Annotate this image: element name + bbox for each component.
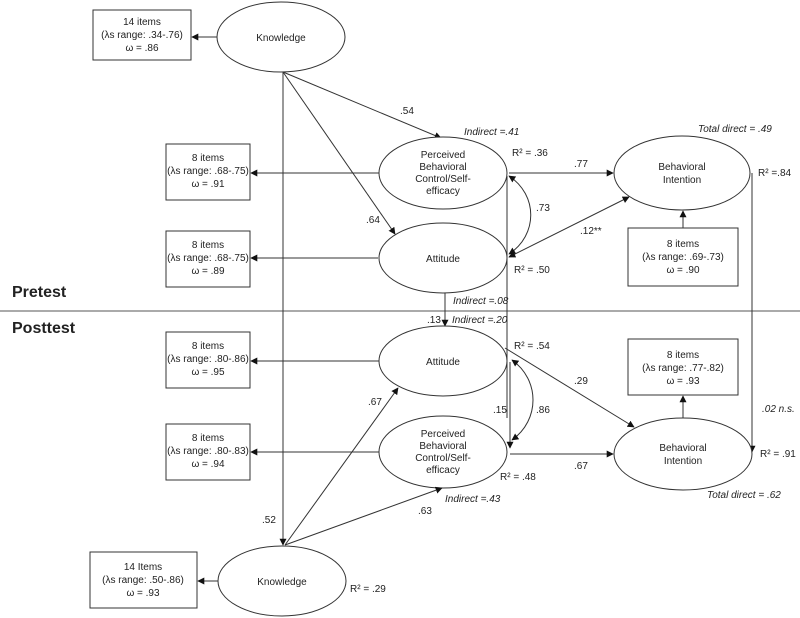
coef-post-attitude-intention: .29 xyxy=(574,376,588,387)
svg-text:(λs range: .34-.76): (λs range: .34-.76) xyxy=(101,30,183,41)
path-post-knowledge-pbc xyxy=(284,486,443,546)
pre-knowledge-node: Knowledge xyxy=(216,1,346,73)
coef-post-attitude-pbc: .15 xyxy=(493,405,507,416)
svg-text:8 items: 8 items xyxy=(192,240,224,251)
post-intention-total-direct: Total direct = .62 xyxy=(707,490,781,501)
cov-post-attitude-pbc xyxy=(511,359,534,441)
svg-text:Behavioral: Behavioral xyxy=(419,441,466,452)
svg-text:(λs range: .68-.75): (λs range: .68-.75) xyxy=(167,253,249,264)
svg-text:(λs range: .68-.75): (λs range: .68-.75) xyxy=(167,166,249,177)
coef-post-pbc-intention: .67 xyxy=(574,461,588,472)
svg-text:ω = .89: ω = .89 xyxy=(191,266,225,277)
post-pbc-indicator-box: 8 items (λs range: .80-.83) ω = .94 xyxy=(165,423,251,481)
coef-pre-attitude-intention: .12** xyxy=(580,226,602,237)
svg-text:Knowledge: Knowledge xyxy=(257,577,307,588)
path-pre-attitude-intention xyxy=(508,196,630,258)
coef-post-knowledge-attitude: .67 xyxy=(368,397,382,408)
path-pre-knowledge-pbc xyxy=(282,71,442,139)
post-attitude-r2: R² = .54 xyxy=(514,341,550,352)
path-post-knowledge-attitude xyxy=(284,387,399,546)
svg-text:ω = .94: ω = .94 xyxy=(191,459,225,470)
post-attitude-indirect: Indirect =.20 xyxy=(452,315,508,326)
post-pbc-r2: R² = .48 xyxy=(500,472,536,483)
pre-knowledge-indicator-box: 14 items (λs range: .34-.76) ω = .86 xyxy=(92,9,192,61)
svg-text:Behavioral: Behavioral xyxy=(659,443,706,454)
svg-text:ω = .93: ω = .93 xyxy=(666,376,700,387)
post-pbc-node: Perceived Behavioral Control/Self- effic… xyxy=(378,415,508,489)
svg-text:(λs range: .80-.83): (λs range: .80-.83) xyxy=(167,446,249,457)
coef-attitude-pre-post: .13 xyxy=(427,315,441,326)
svg-text:(λs range: .50-.86): (λs range: .50-.86) xyxy=(102,575,184,586)
svg-text:Knowledge: Knowledge xyxy=(256,33,306,44)
post-knowledge-indicator-box: 14 Items (λs range: .50-.86) ω = .93 xyxy=(89,551,198,609)
post-attitude-node: Attitude xyxy=(378,325,508,397)
svg-text:Attitude: Attitude xyxy=(426,357,460,368)
svg-text:Control/Self-: Control/Self- xyxy=(415,174,471,185)
svg-text:Behavioral: Behavioral xyxy=(419,162,466,173)
svg-text:Attitude: Attitude xyxy=(426,254,460,265)
svg-text:ω = .93: ω = .93 xyxy=(126,588,160,599)
coef-intention-pre-post: .02 n.s. xyxy=(762,404,795,415)
pre-pbc-node: Perceived Behavioral Control/Self- effic… xyxy=(378,136,508,210)
post-knowledge-r2: R² = .29 xyxy=(350,584,386,595)
svg-text:efficacy: efficacy xyxy=(426,186,460,197)
pre-attitude-node: Attitude xyxy=(378,222,508,294)
pre-pbc-r2: R² = .36 xyxy=(512,148,548,159)
svg-text:efficacy: efficacy xyxy=(426,465,460,476)
post-attitude-indicator-box: 8 items (λs range: .80-.86) ω = .95 xyxy=(165,331,251,389)
coef-post-knowledge-pbc: .63 xyxy=(418,506,432,517)
svg-text:8 items: 8 items xyxy=(192,341,224,352)
svg-text:Perceived: Perceived xyxy=(421,429,465,440)
post-pbc-indirect: Indirect =.43 xyxy=(445,494,501,505)
post-knowledge-node: Knowledge xyxy=(217,545,347,617)
post-intention-r2: R² = .91 xyxy=(760,449,796,460)
coef-pre-pbc-attitude-cov: .73 xyxy=(536,203,550,214)
coef-post-attitude-pbc-cov: .86 xyxy=(536,405,550,416)
pre-intention-total-direct: Total direct = .49 xyxy=(698,124,772,135)
svg-text:8 items: 8 items xyxy=(192,153,224,164)
pre-intention-node: Behavioral Intention xyxy=(613,135,751,211)
cov-pre-pbc-attitude xyxy=(508,175,532,255)
svg-text:8 items: 8 items xyxy=(667,239,699,250)
pre-pbc-indicator-box: 8 items (λs range: .68-.75) ω = .91 xyxy=(165,143,251,201)
section-label-posttest: Posttest xyxy=(12,320,76,337)
svg-text:Intention: Intention xyxy=(664,456,702,467)
pre-intention-indicator-box: 8 items (λs range: .69-.73) ω = .90 xyxy=(627,227,739,287)
pre-intention-r2: R² =.84 xyxy=(758,168,792,179)
svg-text:14 Items: 14 Items xyxy=(124,562,162,573)
coef-knowledge-pre-post: .52 xyxy=(262,515,276,526)
svg-text:8 items: 8 items xyxy=(192,433,224,444)
svg-text:ω = .91: ω = .91 xyxy=(191,179,225,190)
pre-pbc-indirect: Indirect =.41 xyxy=(464,127,519,138)
coef-pre-knowledge-attitude: .64 xyxy=(366,215,380,226)
coef-pre-pbc-intention: .77 xyxy=(574,159,588,170)
svg-text:(λs range: .80-.86): (λs range: .80-.86) xyxy=(167,354,249,365)
svg-text:(λs range: .77-.82): (λs range: .77-.82) xyxy=(642,363,724,374)
svg-text:Perceived: Perceived xyxy=(421,150,465,161)
section-label-pretest: Pretest xyxy=(12,284,67,301)
path-pre-knowledge-attitude xyxy=(282,71,396,235)
svg-text:14 items: 14 items xyxy=(123,17,161,28)
svg-text:Intention: Intention xyxy=(663,175,701,186)
svg-text:ω = .90: ω = .90 xyxy=(666,265,700,276)
pre-attitude-indirect: Indirect =.08 xyxy=(453,296,509,307)
post-intention-indicator-box: 8 items (λs range: .77-.82) ω = .93 xyxy=(627,338,739,396)
svg-text:ω = .95: ω = .95 xyxy=(191,367,225,378)
svg-text:ω = .86: ω = .86 xyxy=(125,43,159,54)
pre-attitude-indicator-box: 8 items (λs range: .68-.75) ω = .89 xyxy=(165,230,251,288)
pre-attitude-r2: R² = .50 xyxy=(514,265,550,276)
path-post-attitude-intention xyxy=(504,347,635,428)
post-intention-node: Behavioral Intention xyxy=(613,417,753,491)
coef-pre-knowledge-pbc: .54 xyxy=(400,106,414,117)
svg-text:Control/Self-: Control/Self- xyxy=(415,453,471,464)
svg-text:Behavioral: Behavioral xyxy=(658,162,705,173)
svg-text:(λs range: .69-.73): (λs range: .69-.73) xyxy=(642,252,724,263)
svg-text:8 items: 8 items xyxy=(667,350,699,361)
